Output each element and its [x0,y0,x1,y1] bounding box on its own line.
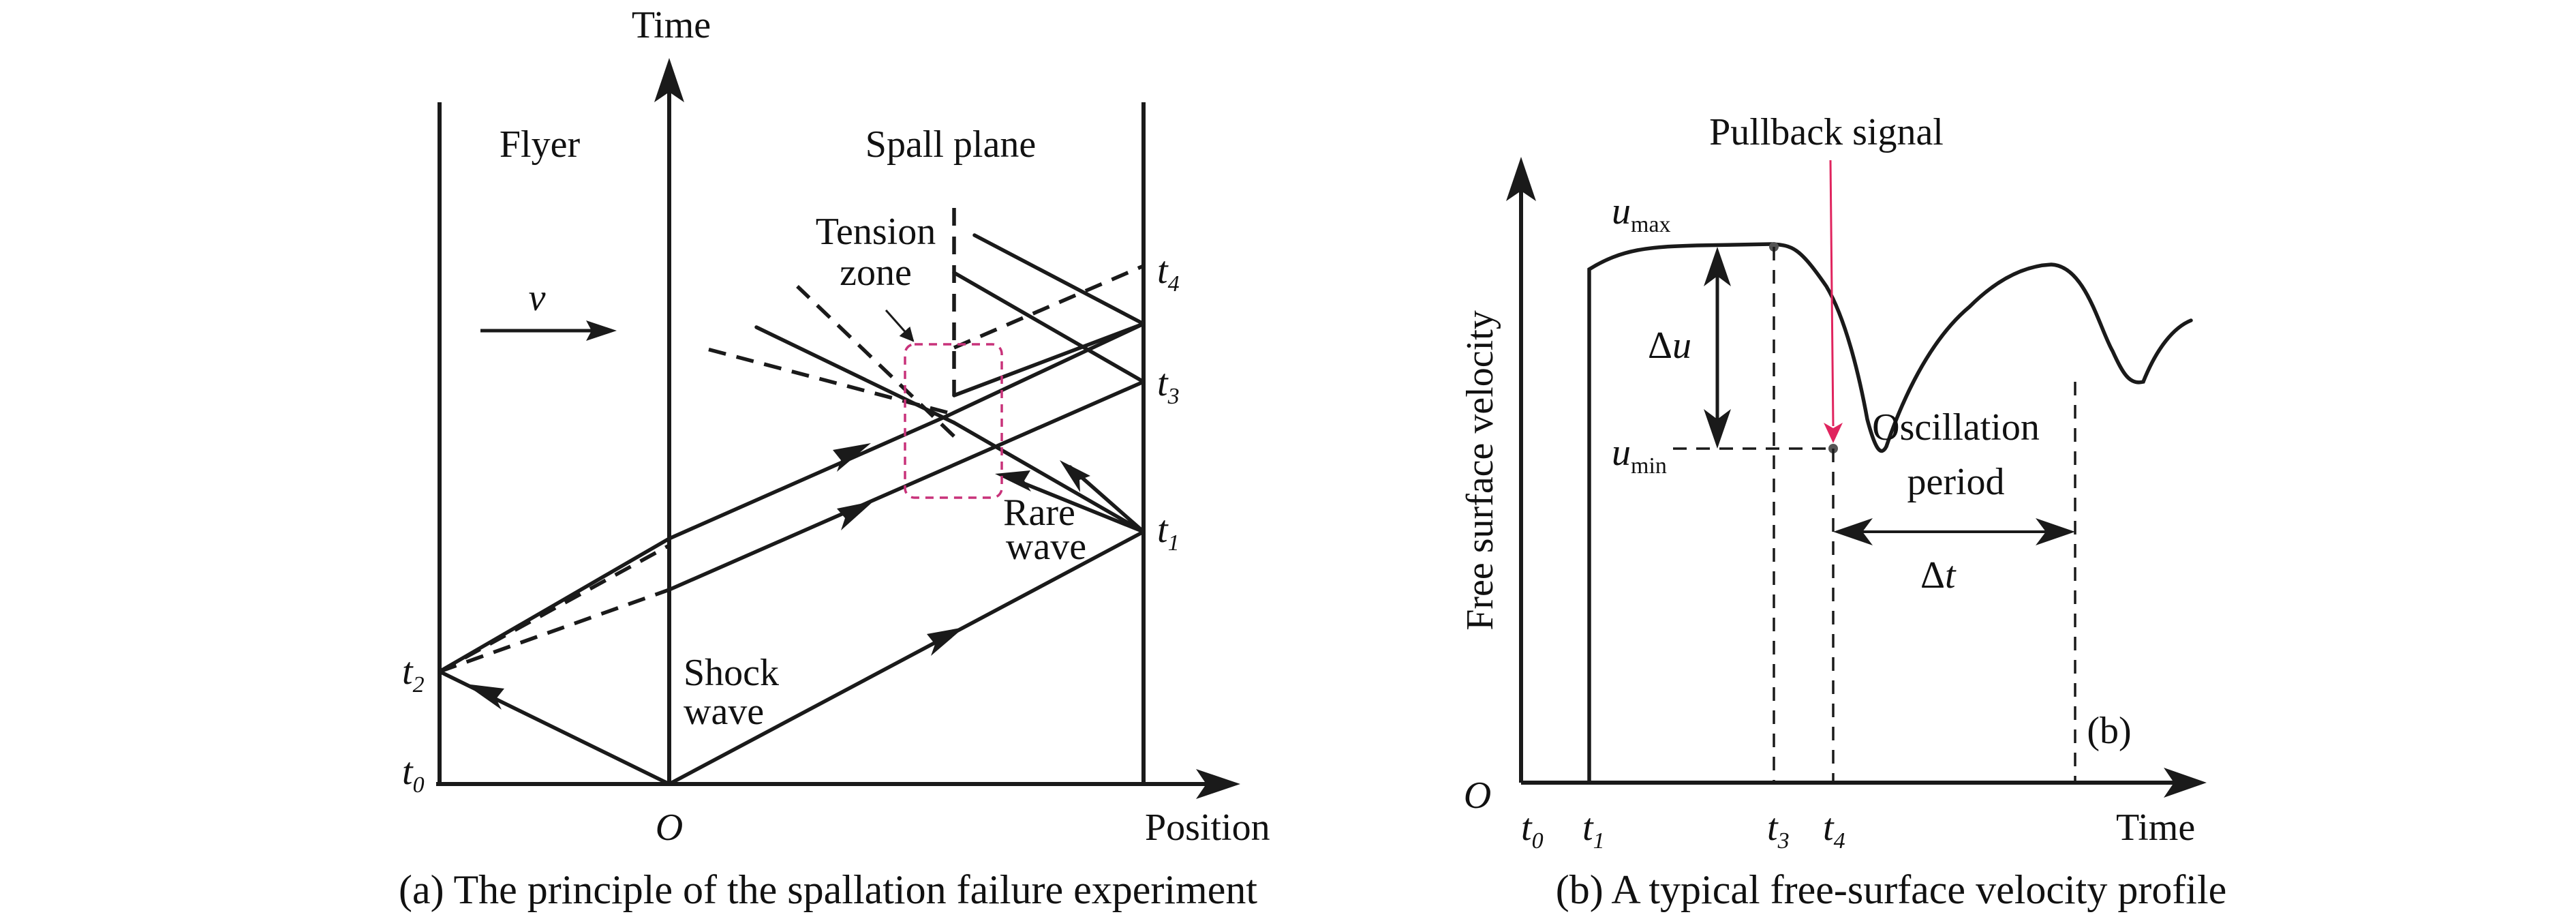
oscillation-label-line2: period [1907,461,2004,503]
rare-wave-label-line1: Rare [1003,492,1075,534]
oscillation-label-line1: Oscillation [1872,406,2040,449]
tension-zone-label-line2: zone [840,252,912,294]
spall-plane-label: Spall plane [865,123,1036,166]
reflected-wave-target [667,414,949,541]
delta-u-label: Δu [1648,325,1691,367]
panel-a-t0-label: t0 [402,751,425,798]
reflected-rarefaction-dash-2 [796,285,955,438]
panel-a-t3-label: t3 [1157,362,1180,409]
rarefaction-dashed-1 [439,588,670,674]
velocity-label: v [529,277,546,319]
panel-a-caption: (a) The principle of the spallation fail… [399,867,1257,912]
panel-a-t4-label: t4 [1157,250,1180,297]
upper-solid-2 [952,271,1146,384]
pullback-signal-line [1829,160,1835,427]
pullback-signal-label: Pullback signal [1709,111,1944,153]
reflected-wave-upper [945,322,1146,418]
shock-wave-label-line2: wave [684,691,764,733]
reflected-rarefaction-1 [952,421,1146,534]
reflected-rarefaction-dash-1 [701,346,948,415]
panel-a-x-axis-arrowhead [1196,769,1240,799]
delta-u-arrowhead-top [1704,247,1731,286]
panel-b-x-axis-label: Time [2116,807,2195,849]
flyer-label: Flyer [500,123,581,166]
rarefaction-return-arrow-2 [1060,460,1090,492]
rare-wave-label-line2: wave [1006,526,1086,568]
tension-zone-pointer [885,310,915,342]
shock-wave-right-arrow [927,627,964,656]
u-max-label: umax [1612,190,1671,237]
delta-u-arrowhead-bottom [1704,409,1731,449]
rarefaction-arrow-1 [837,501,874,530]
panel-a-t1-label: t1 [1157,509,1180,556]
delta-t-arrowhead-right [2036,518,2075,545]
delta-t-arrowhead-left [1833,518,1873,545]
panel-b-origin-label: O [1464,774,1491,817]
upper-dashed-4 [953,264,1145,350]
shock-wave-right [667,530,1146,786]
delta-t-label: Δt [1920,554,1957,597]
tension-zone-label-line1: Tension [816,211,936,253]
tension-zone-box [904,343,1003,499]
rarefaction-dashed-2 [667,380,1146,592]
panel-b-caption: (b) A typical free-surface velocity prof… [1556,867,2227,912]
upper-solid-3 [972,233,1146,326]
free-surface-velocity-curve [1587,242,2193,785]
panel-a-time-axis-arrowhead [654,58,684,102]
u-min-label: umin [1612,432,1667,479]
pullback-signal-arrowhead [1824,423,1843,443]
panel-a-t2-label: t2 [402,650,425,697]
shock-wave-left-arrow [465,684,504,710]
panel-b-t1-label: t1 [1582,807,1605,854]
panel-a-time-label: Time [632,4,711,46]
rarefaction-return-1 [1007,475,1146,534]
flyer-velocity-arrowhead [586,320,617,341]
panel-b: Free surface velocity Time O Pullback si… [1459,111,2226,912]
panel-b-t0-label: t0 [1521,807,1544,854]
upper-solid-1 [952,322,1146,397]
rarefaction-return-arrow-1 [995,470,1031,492]
panel-b-x-axis-arrowhead [2164,768,2207,798]
reflected-wave-arrow-1 [833,443,871,472]
panel-b-t4-label: t4 [1823,807,1845,854]
shock-wave-label-line1: Shock [684,652,779,694]
panel-a-origin-label: O [656,807,683,849]
rarefaction-dashed-3 [438,543,671,674]
panel-a: Time Position O Flyer Spall plane v Tens… [399,4,1270,912]
panel-b-y-axis-label: Free surface velocity [1459,310,1501,631]
panel-b-tag: (b) [2087,710,2131,752]
panel-a-position-label: Position [1145,807,1270,849]
panel-b-t3-label: t3 [1767,807,1790,854]
panel-b-y-axis-arrowhead [1506,157,1536,201]
